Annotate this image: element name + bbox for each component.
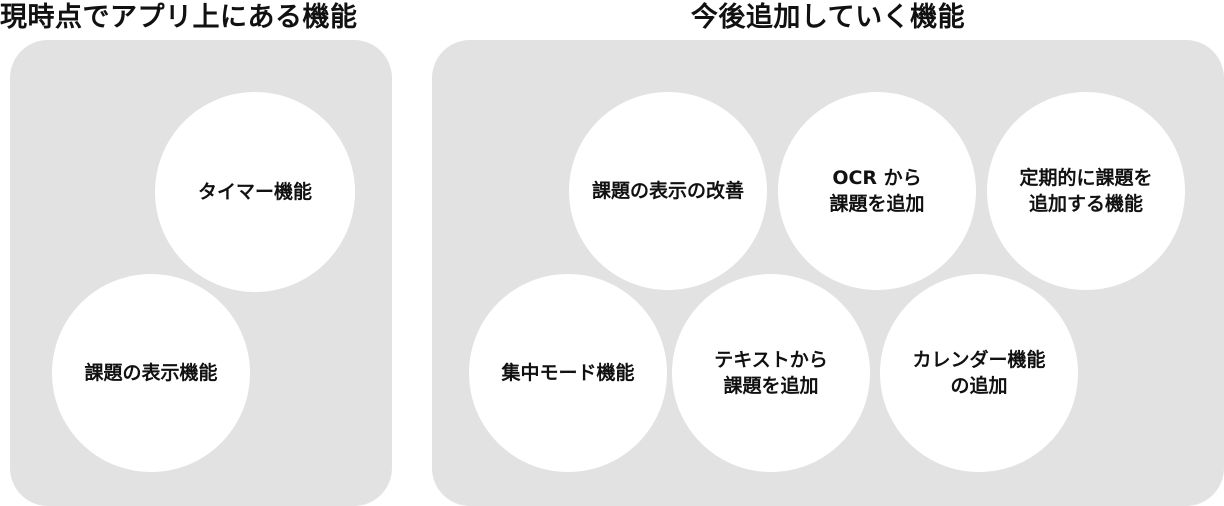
feature-label: カレンダー機能 の追加 [912,349,1046,397]
feature-label: OCR から 課題を追加 [829,167,925,215]
feature-label: 課題の表示機能 [84,362,218,384]
current-features-title: 現時点でアプリ上にある機能 [0,2,358,33]
future-features-title: 今後追加していく機能 [690,2,966,33]
feature-label: テキストから 課題を追加 [714,349,828,397]
feature-recurring-tasks: 定期的に課題を 追加する機能 [987,92,1185,290]
feature-task-display-improvement: 課題の表示の改善 [569,92,767,290]
feature-label: タイマー機能 [197,181,312,203]
feature-label: 定期的に課題を 追加する機能 [1019,167,1153,215]
feature-label: 集中モード機能 [501,362,635,384]
feature-ocr-add-task: OCR から 課題を追加 [778,92,976,290]
feature-label: 課題の表示の改善 [591,180,744,202]
feature-focus-mode: 集中モード機能 [469,274,667,472]
feature-text-add-task: テキストから 課題を追加 [672,274,870,472]
feature-task-display: 課題の表示機能 [52,274,250,472]
feature-timer: タイマー機能 [155,92,355,292]
feature-calendar: カレンダー機能 の追加 [880,274,1078,472]
